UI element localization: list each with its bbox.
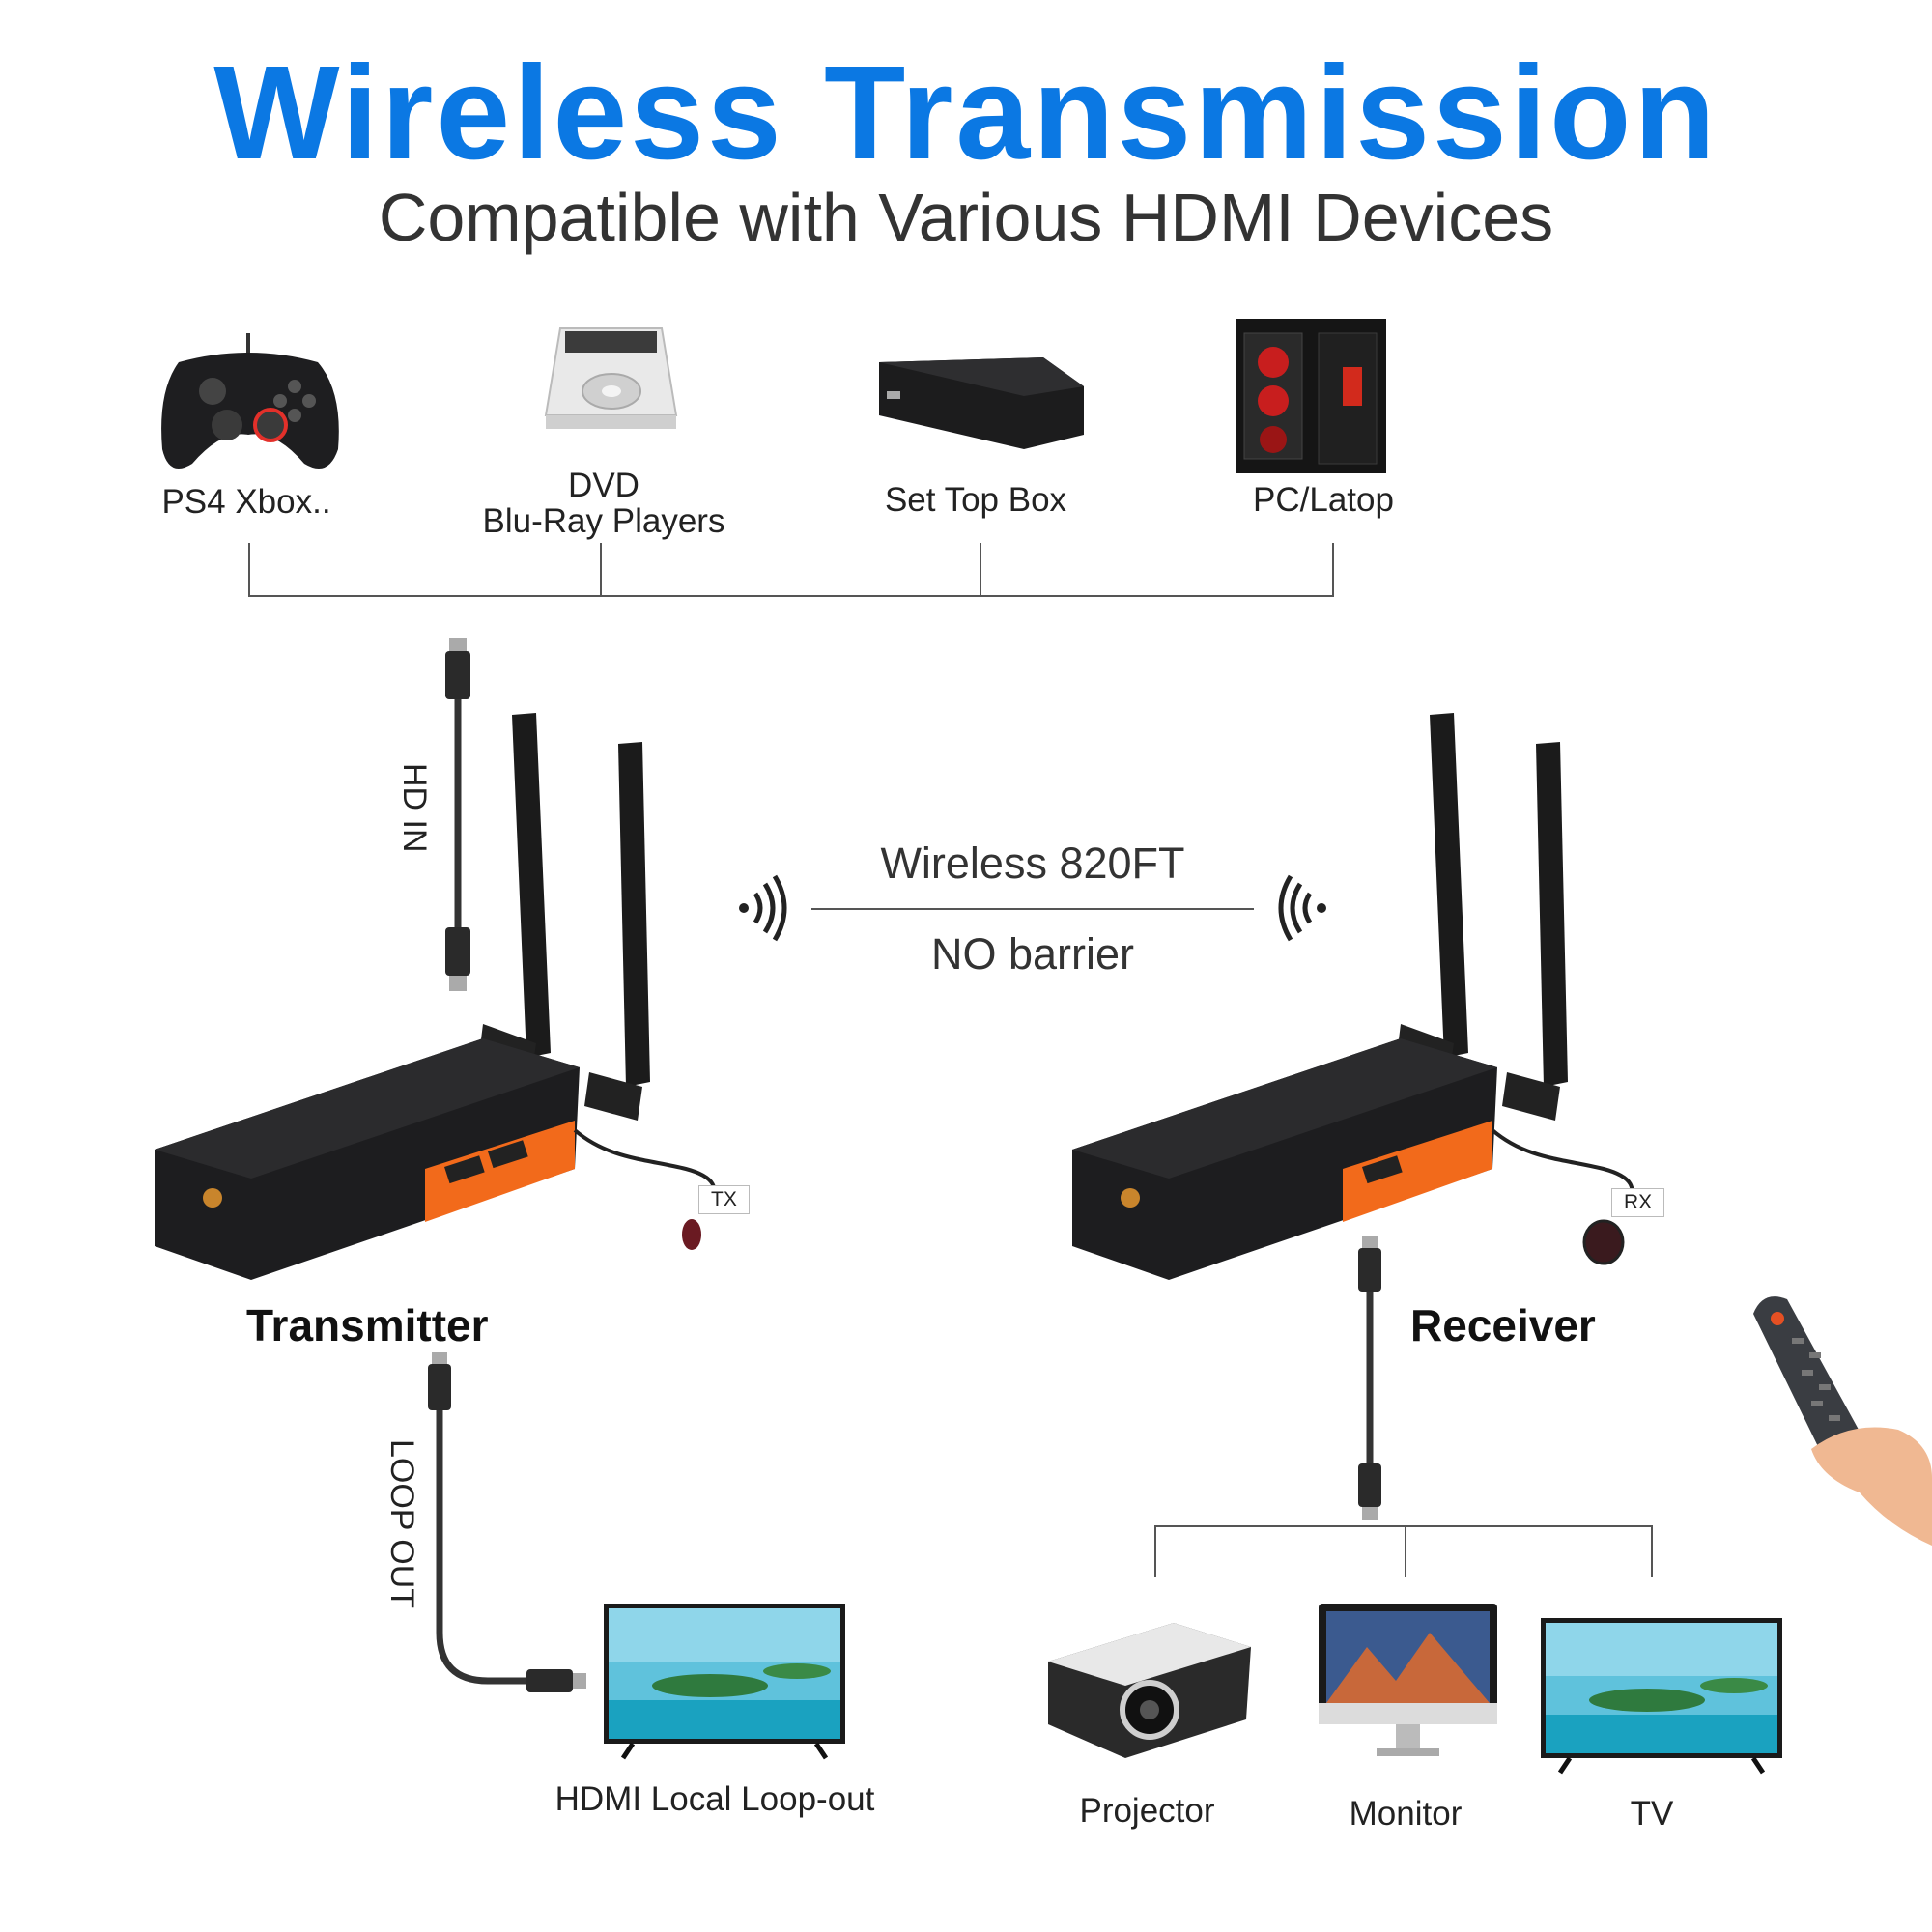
receiver-out-cable bbox=[1358, 1236, 1381, 1520]
tx-ir-tag: TX bbox=[698, 1185, 750, 1214]
source-label-dvd: DVD bbox=[568, 467, 639, 504]
receiver-label: Receiver bbox=[1410, 1300, 1596, 1350]
source-label-bluray: Blu-Ray Players bbox=[482, 502, 725, 540]
projector-icon bbox=[1048, 1623, 1251, 1758]
output-label-monitor: Monitor bbox=[1349, 1795, 1463, 1833]
remote-control-icon bbox=[1753, 1296, 1932, 1546]
loop-out-display-label: HDMI Local Loop-out bbox=[554, 1780, 875, 1818]
source-label-pc: PC/Latop bbox=[1253, 481, 1394, 519]
page-subtitle: Compatible with Various HDMI Devices bbox=[378, 180, 1554, 255]
rx-ir-tag: RX bbox=[1611, 1188, 1665, 1217]
pc-tower-icon bbox=[1236, 319, 1386, 473]
loop-out-label: LOOP OUT bbox=[384, 1439, 420, 1609]
dvd-player-icon bbox=[544, 327, 678, 429]
signal-out-icon bbox=[739, 874, 787, 942]
wireless-condition: NO barrier bbox=[930, 929, 1135, 979]
loop-out-cable bbox=[428, 1352, 586, 1692]
receiver-device bbox=[1072, 713, 1634, 1280]
wireless-range: Wireless 820FT bbox=[880, 838, 1185, 888]
loop-out-tv-icon bbox=[604, 1604, 845, 1760]
signal-in-icon bbox=[1278, 874, 1326, 942]
output-tv-icon bbox=[1541, 1618, 1782, 1775]
source-label-ps4: PS4 Xbox.. bbox=[161, 483, 331, 521]
output-label-tv: TV bbox=[1630, 1795, 1674, 1833]
transmitter-device bbox=[155, 713, 717, 1280]
set-top-box-icon bbox=[879, 357, 1084, 449]
gamepad-icon bbox=[161, 333, 339, 469]
source-label-settop: Set Top Box bbox=[884, 481, 1067, 519]
hd-in-cable bbox=[445, 638, 470, 991]
monitor-icon bbox=[1319, 1604, 1497, 1756]
output-label-projector: Projector bbox=[1079, 1792, 1215, 1830]
transmitter-label: Transmitter bbox=[246, 1300, 489, 1350]
page-title: Wireless Transmission bbox=[213, 39, 1719, 187]
